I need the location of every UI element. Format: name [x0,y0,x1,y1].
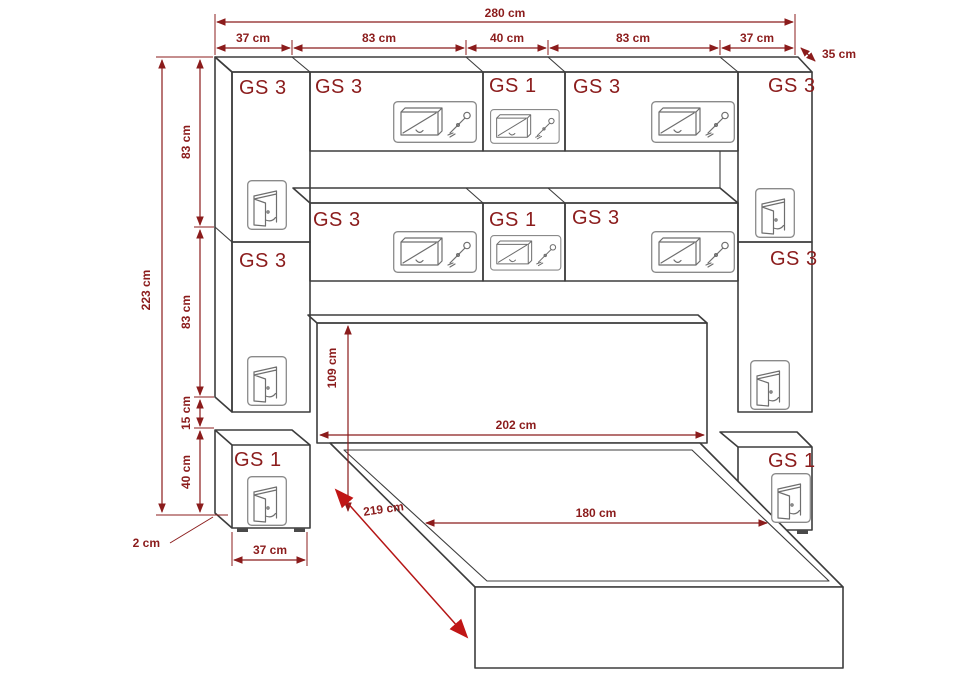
left-bottom-cabinet [231,444,311,529]
dim-label-left-segment: 83 cm [179,125,193,159]
cabinet-feet-left [237,528,305,532]
cabinet-labels: GS 3 GS 3 GS 1 GS 3 GS 3 GS 3 GS 1 GS 3 … [234,75,818,472]
hinged-door-icon [755,188,795,238]
cabinet-label: GS 1 [234,449,282,471]
left-bottom-cabinet-top-face [214,429,311,529]
middle-row-top-face-dividers [465,187,566,204]
hinged-door-icon [771,473,811,523]
lift-up-door-mechanism-icon [651,101,735,143]
unit-top-face-dividers [291,56,739,73]
dim-label-segment: 37 cm [740,31,774,45]
left-side-panel-divider [214,226,233,243]
cabinet-label: GS 3 [239,250,287,272]
cabinet-label: GS 3 [572,207,620,229]
dim-label-left-segment: 15 cm [179,396,193,430]
dim-label-total-height: 223 cm [139,270,153,311]
lift-up-door-mechanism-icon [490,235,562,271]
cabinet-label: GS 3 [313,209,361,231]
lift-up-door-mechanism-icon [490,109,560,144]
dim-label-bed-length: 219 cm [362,499,404,519]
cabinet-label: GS 3 [768,75,816,97]
dim-label-segment: 83 cm [362,31,396,45]
cabinet-label: GS 3 [315,76,363,98]
wall-unit [214,56,813,534]
hinged-door-icon [750,360,790,410]
dim-label-bottom-cabinet-width: 37 cm [253,543,287,557]
hinged-door-icon [247,180,287,230]
bed [329,442,844,669]
dim-label-bed-width: 180 cm [576,506,617,520]
bed-front-face [474,586,844,669]
cabinet-label: GS 1 [489,75,537,97]
hinged-door-icon [247,356,287,406]
middle-row-top-face [292,187,739,204]
dimension-annotations: 280 cm 37 cm 83 cm 40 cm 83 cm 37 cm 35 … [133,6,856,639]
dim-label-headboard-width: 202 cm [496,418,537,432]
dim-label-left-segment: 83 cm [179,295,193,329]
lift-up-door-mechanism-icon [651,231,735,273]
cabinet-label: GS 1 [489,209,537,231]
hinged-door-icon [247,476,287,526]
dim-label-segment: 37 cm [236,31,270,45]
lift-up-door-mechanism-icon [393,231,477,273]
dim-label-segment: 83 cm [616,31,650,45]
dim-label-floor-gap: 2 cm [133,536,160,550]
right-column-middle-cabinet [737,241,813,413]
dim-label-headboard-height: 109 cm [325,348,339,389]
headboard-top-face [307,314,708,324]
dim-label-total-width: 280 cm [485,6,526,20]
left-column-middle-cabinet [231,241,311,413]
cabinet-label: GS 3 [239,77,287,99]
cabinet-label: GS 1 [768,450,816,472]
lift-up-door-mechanism-icon [393,101,477,143]
extension-lines [156,14,796,566]
dim-label-left-segment: 40 cm [179,455,193,489]
cabinet-foot-right [797,530,808,534]
dim-line-bed-length [334,488,469,639]
dim-line-depth [800,47,816,62]
dim-label-depth: 35 cm [822,47,856,61]
right-bottom-cabinet-top-face [719,431,813,448]
cabinet-label: GS 3 [573,76,621,98]
cabinet-label: GS 3 [770,248,818,270]
dim-label-segment: 40 cm [490,31,524,45]
